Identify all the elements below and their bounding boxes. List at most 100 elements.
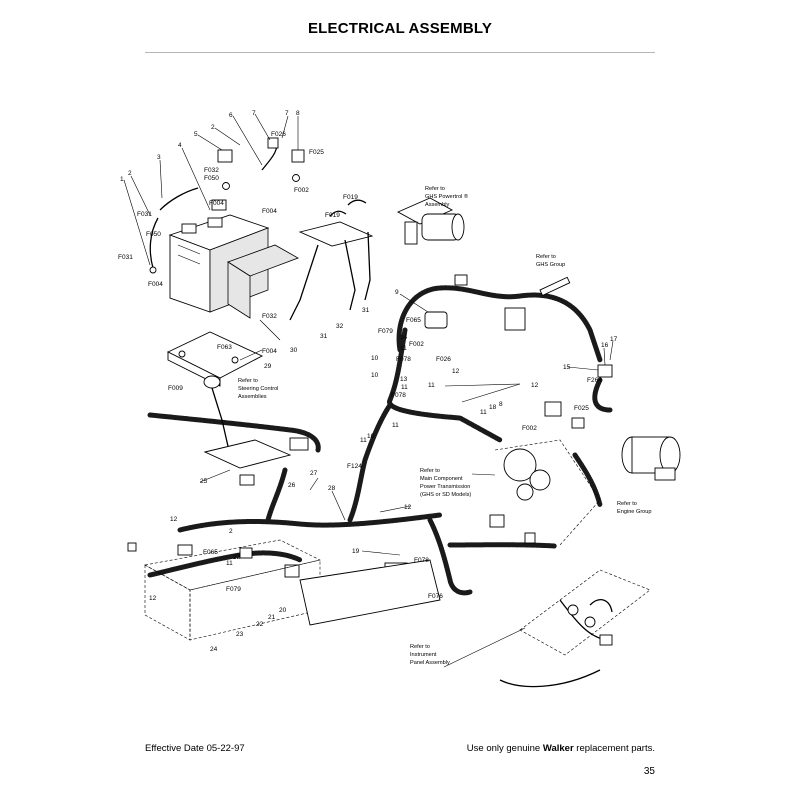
- callout-26: 26: [288, 482, 296, 489]
- callout-f002: F002: [522, 425, 537, 432]
- callout-12: 12: [170, 516, 178, 523]
- battery: [168, 214, 270, 313]
- callout-f019: F019: [325, 212, 340, 219]
- ref-engine-group-2: Engine Group: [617, 509, 652, 515]
- ghs-powertrol-actuator: [396, 197, 465, 245]
- callout-11: 11: [401, 384, 408, 391]
- hold-down-rods: [289, 199, 374, 321]
- page-title: ELECTRICAL ASSEMBLY: [307, 20, 493, 37]
- electrical-assembly-diagram: 1 2 3 4 5 2 6 7 7 8 F026 F025 F032 F050 …: [118, 110, 681, 688]
- callout-6: 6: [229, 112, 233, 119]
- callout-11: 11: [392, 422, 399, 429]
- ref-instrument-1: Refer to: [410, 644, 430, 650]
- callout-28: 28: [328, 485, 336, 492]
- callout-f076: F076: [428, 593, 443, 600]
- genuine-parts-note: Use only genuine Walker replacement part…: [467, 743, 655, 754]
- callout-12: 12: [452, 368, 460, 375]
- ref-main-component-1: Refer to: [420, 468, 440, 474]
- callout-f026: F026: [271, 131, 286, 138]
- callout-f050: F050: [204, 175, 219, 182]
- ref-steering-2: Steering Control: [238, 386, 278, 392]
- control-panel-housing: [144, 539, 441, 641]
- callout-f031: F031: [118, 254, 133, 261]
- callout-29: 29: [264, 363, 272, 370]
- title-divider: [145, 52, 655, 53]
- callout-f063: F063: [217, 344, 232, 351]
- callout-f004: F004: [209, 200, 224, 207]
- battery-plate: [227, 244, 299, 319]
- callout-f079: F079: [378, 328, 393, 335]
- leader-lines: [123, 113, 614, 668]
- callout-f050: F050: [146, 231, 161, 238]
- parts-note-suffix: replacement parts.: [573, 743, 655, 754]
- ref-engine-group-1: Refer to: [617, 501, 637, 507]
- callout-f032: F032: [204, 167, 219, 174]
- callout-labels: 1 2 3 4 5 2 6 7 7 8 F026 F025 F032 F050 …: [118, 110, 618, 653]
- callout-f004: F004: [148, 281, 163, 288]
- callout-11: 11: [226, 560, 233, 567]
- callout-2: 2: [229, 528, 233, 535]
- callout-16: 16: [601, 342, 609, 349]
- callout-5: 5: [194, 131, 198, 138]
- ref-instrument-2: Instrument: [410, 652, 437, 658]
- callout-14: 14: [400, 334, 408, 341]
- callout-4: 4: [178, 142, 182, 149]
- instrument-panel-outline: [499, 569, 651, 688]
- callout-2: 2: [211, 124, 215, 131]
- callout-9: 9: [395, 289, 399, 296]
- callout-f004: F004: [262, 208, 277, 215]
- callout-27: 27: [310, 470, 318, 477]
- callout-7: 7: [252, 110, 256, 117]
- callout-31: 31: [362, 307, 370, 314]
- callout-11: 11: [428, 382, 435, 389]
- switch-components: [127, 274, 613, 578]
- ref-ghs-group-1: Refer to: [536, 254, 556, 260]
- callout-2: 2: [128, 170, 132, 177]
- callout-21: 21: [268, 614, 276, 621]
- callout-f078: F078: [391, 392, 406, 399]
- callout-20: 20: [279, 607, 287, 614]
- callout-10: 10: [371, 372, 379, 379]
- callout-24: 24: [210, 646, 218, 653]
- callout-18: 18: [489, 404, 497, 411]
- callout-f026: F026: [436, 356, 451, 363]
- starter-motor: [621, 436, 681, 481]
- callout-19: 19: [352, 548, 360, 555]
- callout-11: 11: [360, 437, 367, 444]
- effective-date: Effective Date 05-22-97: [145, 743, 245, 754]
- steering-control-lever: [203, 375, 292, 469]
- callout-8: 8: [296, 110, 300, 117]
- ref-steering-3: Assemblies: [238, 394, 267, 400]
- callout-17: 17: [610, 336, 618, 343]
- parts-note-prefix: Use only genuine: [466, 743, 543, 754]
- callout-3: 3: [157, 154, 161, 161]
- callout-13: 13: [400, 376, 408, 383]
- ref-steering-1: Refer to: [238, 378, 258, 384]
- callout-30: 30: [290, 347, 298, 354]
- callout-f002: F002: [294, 187, 309, 194]
- battery-cables: [149, 137, 305, 274]
- callout-22: 22: [256, 621, 264, 628]
- transmission-assembly: [494, 439, 601, 546]
- callout-1: 1: [120, 176, 124, 183]
- callout-f079: F079: [226, 586, 241, 593]
- callout-f004: F004: [262, 348, 277, 355]
- callout-f078: F078: [414, 557, 429, 564]
- callout-32: 32: [336, 323, 344, 330]
- callout-f009: F009: [168, 385, 183, 392]
- reference-notes: Refer to GHS Powertrol ® Assembly Refer …: [238, 186, 652, 666]
- ref-instrument-3: Panel Assembly: [410, 660, 450, 666]
- callout-15: 15: [563, 364, 571, 371]
- ref-ghs-powertrol-3: Assembly: [425, 202, 449, 208]
- ref-ghs-powertrol-2: GHS Powertrol ®: [425, 193, 469, 200]
- callout-f002: F002: [409, 341, 424, 348]
- callout-12: 12: [149, 595, 157, 602]
- callout-23: 23: [236, 631, 244, 638]
- ref-main-component-2: Main Component: [420, 476, 463, 482]
- callout-f031: F031: [137, 211, 152, 218]
- callout-f264: F264: [587, 377, 602, 384]
- ref-main-component-3: Power Transmission: [420, 484, 470, 490]
- callout-12: 12: [531, 382, 539, 389]
- callout-25: 25: [200, 478, 208, 485]
- callout-f124: F124: [347, 463, 362, 470]
